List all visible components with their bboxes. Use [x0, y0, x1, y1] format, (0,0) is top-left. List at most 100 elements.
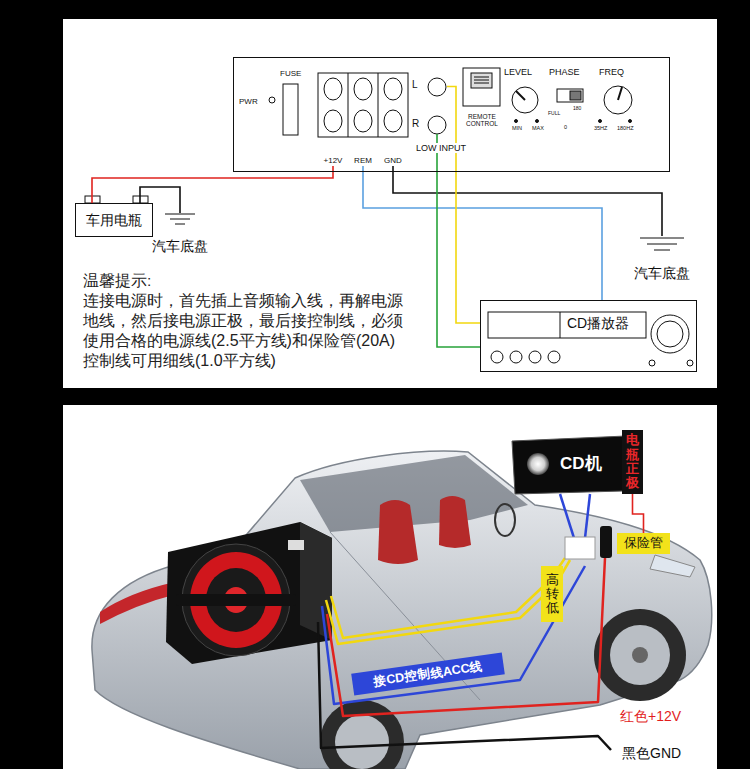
rear-tyre [320, 700, 404, 769]
panel-label: 35HZ [594, 125, 607, 131]
front-hub [632, 647, 648, 663]
label-holder: 温馨提示: [83, 272, 151, 291]
cd-unit-tag: CD机 [510, 437, 626, 493]
battery-positive-tag: 电瓶正极 [622, 430, 643, 494]
cd-unit-glow [527, 453, 549, 475]
tail-light [100, 582, 177, 624]
text-holder: PWR [239, 97, 258, 106]
bottom-panel [63, 405, 717, 769]
ground-label: 汽车底盘 [634, 265, 690, 281]
socket-pin [474, 80, 489, 81]
player-button [529, 351, 541, 363]
terminal-screw [324, 110, 342, 132]
text-holder: LOW INPUT [416, 143, 466, 153]
label-holder: 连接电源时，首先插上音频输入线，再解电源地线，然后接电源正极，最后接控制线，必须… [83, 291, 408, 371]
knob-pointer [516, 91, 525, 100]
terminal-label: GND [384, 156, 402, 165]
channel-label: L [412, 79, 418, 91]
car-body [92, 451, 712, 769]
converter-box [565, 537, 595, 559]
ground-symbol: 汽车底盘 [145, 213, 215, 255]
car-seat [439, 496, 471, 548]
car-illustration [92, 451, 712, 769]
ground-line [647, 244, 677, 245]
text-holder: 35HZ [594, 125, 607, 131]
ground-symbol: 汽车底盘 [627, 236, 697, 282]
terminal-divider [378, 73, 379, 137]
text-holder: CD播放器 [567, 315, 629, 331]
text-holder: FUSE [280, 69, 301, 78]
player-button [510, 351, 522, 363]
power-terminal: GND [378, 73, 408, 166]
panel-label: FULL [548, 111, 560, 117]
text-holder: REMOTE CONTROL [460, 113, 504, 127]
acc-wire-tag: 接CD控制线ACC线 [351, 653, 505, 696]
scale-dot [629, 120, 632, 123]
player-display [488, 312, 646, 338]
rca-jack [428, 78, 446, 96]
terminal-screw [354, 78, 372, 100]
phase-switch [557, 89, 583, 102]
remote-port: REMOTE CONTROL [459, 64, 505, 128]
text-holder: FULL [548, 111, 560, 117]
text-holder: LEVEL [504, 67, 532, 77]
panel-label: FUSE [280, 69, 301, 78]
subwoofer-box [166, 522, 332, 664]
volume-knob-inner [657, 321, 683, 347]
scale-dot [515, 120, 518, 123]
volume-knob [651, 315, 689, 353]
battery-label: 车用电瓶 [86, 212, 142, 228]
terminal-divider [348, 73, 349, 137]
terminal-screw [324, 78, 342, 100]
text-holder: CD机 [560, 454, 602, 474]
yellow-wire [331, 558, 565, 638]
blue-wire [322, 566, 585, 704]
tag-label: 高转低 [546, 573, 559, 616]
car-wiring [318, 494, 611, 750]
port-label: REMOTE CONTROL [460, 113, 504, 127]
panel-label: PWR [239, 97, 258, 106]
player-label: CD播放器 [567, 315, 629, 331]
red-wire [327, 558, 605, 716]
text-holder: 车用电瓶 [86, 212, 142, 228]
panel-label: LOW INPUT [416, 143, 466, 153]
fuse-body [600, 526, 612, 558]
player-button [491, 351, 503, 363]
switch-slider [570, 91, 581, 100]
player-led [649, 360, 655, 366]
panel-label: PHASE [549, 67, 580, 77]
ground-line [640, 238, 684, 239]
text-holder: 180 [573, 106, 581, 112]
scale-dot [599, 120, 602, 123]
panel-label: 180HZ [617, 125, 634, 131]
text-holder: MIN [512, 125, 522, 131]
text-holder: 汽车底盘 [152, 238, 208, 254]
player-button [548, 351, 560, 363]
black-wire [318, 622, 611, 750]
terminal-label: REM [354, 156, 372, 165]
speaker-bar [176, 594, 296, 606]
front-rim [610, 625, 670, 685]
socket-pin [474, 83, 489, 84]
freq-knob [604, 86, 632, 114]
text-holder: 汽车底盘 [634, 265, 690, 281]
text-holder: GND [384, 156, 402, 165]
tag-label: 电瓶正极 [626, 433, 639, 490]
text-holder: PHASE [549, 67, 580, 77]
panel-label: LEVEL [504, 67, 532, 77]
battery-box: 车用电瓶 [75, 203, 153, 237]
yellow-wire [326, 560, 570, 644]
panel-label: MIN [512, 125, 522, 131]
wire [633, 494, 644, 533]
terminal-block [318, 73, 408, 137]
power-terminal: REM [348, 73, 378, 166]
power-led [269, 97, 275, 103]
input-jack: L [409, 78, 447, 95]
panel-label: 0 [564, 124, 567, 130]
panel-label: MAX [532, 125, 544, 131]
text-holder: 电瓶正极 [626, 433, 639, 490]
tag-label: 保险管 [624, 536, 663, 551]
text-holder: R [412, 118, 419, 130]
car-window [300, 455, 528, 532]
